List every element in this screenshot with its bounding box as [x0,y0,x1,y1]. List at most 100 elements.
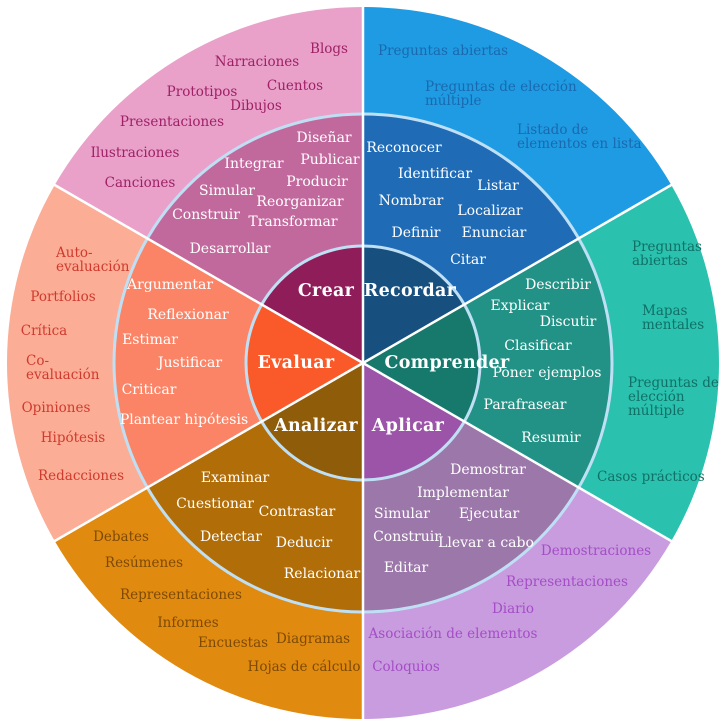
sector-divider-240 [53,361,365,543]
verb-plantear-hipotesis: Plantear hipótesis [120,412,248,428]
activity-preguntas-abiertas-comprender-l1: Preguntas [632,239,702,255]
activity-asociacion-elementos: Asociación de elementos [368,626,538,642]
activity-hojas-de-calculo: Hojas de cálculo [248,659,361,675]
activity-coevaluacion-l2: evaluación [26,367,100,383]
recordar-middle-ring [363,114,579,305]
activity-preguntas-eleccion-comprender-l3: múltiple [628,403,685,419]
recordar-outer-ring [363,7,672,239]
crear-outer-ring [54,7,363,239]
verb-reflexionar: Reflexionar [147,307,229,323]
verb-deducir: Deducir [276,535,333,551]
verb-definir: Definir [391,225,440,241]
verb-demostrar: Demostrar [450,462,526,478]
category-aplicar-label: Aplicar [371,416,445,436]
activity-debates: Debates [93,529,149,545]
activity-diario: Diario [492,601,534,617]
verb-justificar: Justificar [156,355,222,371]
activity-mapas-mentales-l1: Mapas [642,303,688,319]
activity-preguntas-eleccion-recordar-l1: Preguntas de elección [425,79,577,95]
verb-reconocer: Reconocer [366,140,442,156]
aplicar-middle-ring [363,421,579,612]
activity-hipotesis: Hipótesis [41,430,106,446]
category-recordar-label: Recordar [364,281,457,301]
verb-estimar: Estimar [122,332,178,348]
activity-encuestas: Encuestas [198,635,268,651]
verb-citar: Citar [450,252,486,268]
evaluar-center-wedge [246,304,363,422]
verb-transformar: Transformar [248,214,338,230]
comprender-middle-ring [464,238,612,488]
verb-identificar: Identificar [398,166,472,182]
verb-disenar: Diseñar [296,130,352,146]
activity-opiniones: Opiniones [22,400,91,416]
activity-autoevaluacion-l1: Auto- [55,245,93,261]
verb-construir-crear: Construir [172,207,240,223]
verb-clasificar: Clasificar [504,338,572,354]
verb-publicar: Publicar [300,152,360,168]
activity-redacciones: Redacciones [38,468,124,484]
verb-simular-crear: Simular [199,183,255,199]
verb-contrastar: Contrastar [259,504,336,520]
activity-informes: Informes [157,615,218,631]
activity-preguntas-eleccion-recordar-l2: múltiple [425,93,482,109]
verb-cuestionar: Cuestionar [176,496,254,512]
comprender-outer-ring [578,185,719,541]
verb-desarrollar: Desarrollar [190,241,271,257]
verb-detectar: Detectar [200,529,262,545]
category-evaluar-label: Evaluar [258,353,335,373]
verb-localizar: Localizar [457,203,523,219]
verb-enunciar: Enunciar [462,225,527,241]
activity-autoevaluacion-l2: evaluación [56,259,130,275]
verb-listar: Listar [477,178,519,194]
verb-explicar: Explicar [491,298,550,314]
evaluar-outer-ring [7,185,148,541]
verb-producir: Producir [286,174,348,190]
verb-ejecutar: Ejecutar [459,506,520,522]
comprender-center-wedge [363,304,480,422]
activity-casos-practicos: Casos prácticos [597,469,705,485]
verb-integrar: Integrar [224,156,283,172]
activity-ilustraciones: Ilustraciones [91,145,180,161]
crear-middle-ring [147,114,363,305]
verb-construir-aplicar: Construir [373,529,441,545]
verb-nombrar: Nombrar [379,193,444,209]
activity-coloquios: Coloquios [372,659,440,675]
activity-demostraciones: Demostraciones [541,543,651,559]
activity-coevaluacion-l1: Co- [26,353,49,369]
activity-preguntas-abiertas-comprender-l2: abiertas [632,253,688,269]
activity-dibujos: Dibujos [230,98,282,114]
verb-relacionar: Relacionar [284,566,361,582]
activity-blogs: Blogs [310,41,348,57]
verb-poner-ejemplos: Poner ejemplos [493,365,602,381]
analizar-outer-ring [54,487,363,719]
verb-examinar: Examinar [201,470,270,486]
verb-implementar: Implementar [417,485,509,501]
activity-representaciones-analizar: Representaciones [120,587,242,603]
sector-divider-120 [361,361,673,543]
verb-simular-aplicar: Simular [374,506,430,522]
activity-cuentos: Cuentos [267,78,323,94]
verb-editar: Editar [384,560,429,576]
activity-mapas-mentales-l2: mentales [642,317,704,333]
evaluar-middle-ring [114,238,262,488]
activity-preguntas-eleccion-comprender-l1: Preguntas de [628,375,719,391]
verb-reorganizar: Reorganizar [256,194,343,210]
verb-criticar: Criticar [122,382,177,398]
category-comprender-label: Comprender [384,353,510,373]
activity-prototipos: Prototipos [167,84,238,100]
activity-presentaciones: Presentaciones [120,114,224,130]
verb-llevar-a-cabo: Llevar a cabo [438,535,534,551]
sector-divider-60 [361,183,673,365]
activity-canciones: Canciones [105,175,176,191]
activity-preguntas-abiertas-recordar: Preguntas abiertas [378,43,508,59]
verb-describir: Describir [525,277,591,293]
activity-preguntas-eleccion-comprender-l2: elección [628,389,685,405]
verb-argumentar: Argumentar [126,277,213,293]
activity-narraciones: Narraciones [215,54,300,70]
activity-listado-elementos-l2: elementos en lista [517,136,642,152]
activity-resumenes: Resúmenes [105,555,183,571]
analizar-middle-ring [147,421,363,612]
activity-diagramas: Diagramas [276,631,350,647]
activity-critica: Crítica [21,323,67,339]
